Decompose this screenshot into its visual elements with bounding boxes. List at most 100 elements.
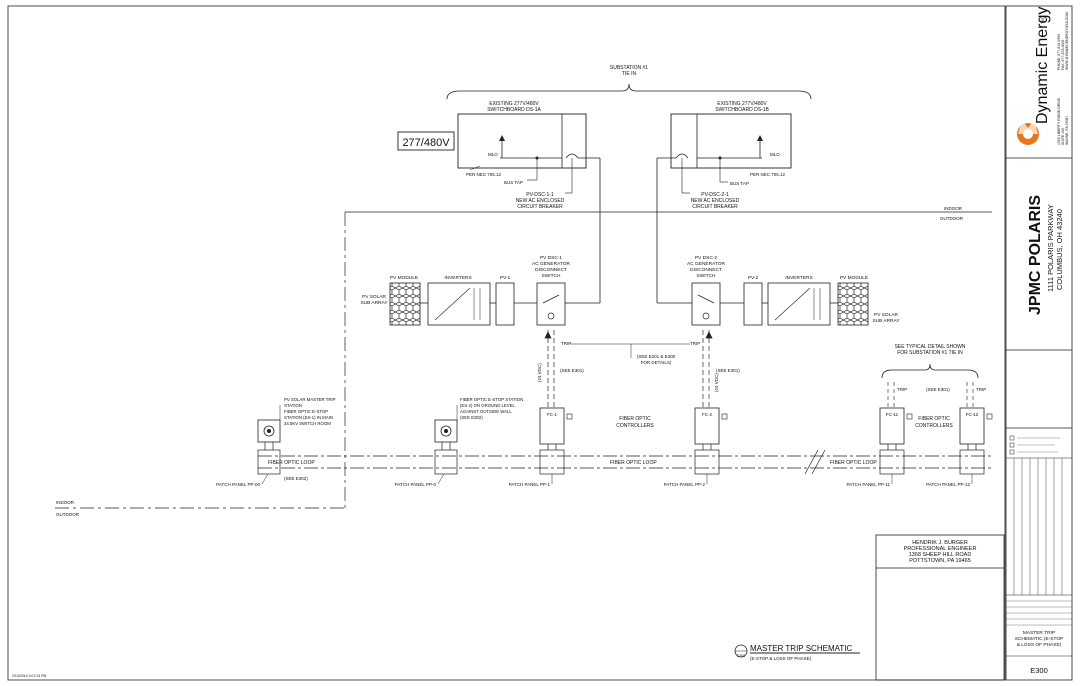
project-number-rows xyxy=(1006,600,1072,626)
controller-fc-11 xyxy=(879,407,905,445)
substation-label-2: TIE IN xyxy=(622,71,637,77)
pv-solar-label-2b: SUB ARRAY xyxy=(872,318,900,324)
dsc1-label-1: PV DSC-1 xyxy=(540,255,562,261)
estop2-label-3: AGAINST OUTSIDE WALL xyxy=(460,409,512,414)
dsc1-label-3: DISCONNECT xyxy=(535,267,567,273)
estop-station-es1 xyxy=(257,419,281,443)
title-block-border xyxy=(1005,5,1073,681)
pv-module-label-2: PV MODULE xyxy=(840,275,868,281)
controller-fc-1 xyxy=(539,407,565,445)
company-contact-3: WWW.DYNAMICENERGYUSA.COM xyxy=(1065,12,1069,70)
engineer-title: PROFESSIONAL ENGINEER xyxy=(904,546,977,552)
dsc2-box xyxy=(691,282,721,326)
typical-label-1: SEE TYPICAL DETAIL SHOWN xyxy=(895,344,966,350)
switchboard-b-label-2: SWITCHBOARD DS-1B xyxy=(715,107,769,113)
company-name: Dynamic Energy xyxy=(1034,7,1051,124)
master-trip-label-5: 34.5KV SWITCH ROOM xyxy=(284,421,331,426)
mlo-label-a: MLO xyxy=(488,152,498,157)
see-e201-label-1: (SEE E201 & E300 xyxy=(637,354,676,359)
patch-panel-pp2: PATCH PANEL PP-2 xyxy=(664,482,706,487)
see-e301-label-2: (SEE E301) xyxy=(716,368,740,373)
outdoor-label-lower: OUTDOOR xyxy=(56,512,80,517)
company-contact-2: FAX: 877-878-4605 xyxy=(1061,40,1065,70)
pv-chain-1: PV SOLAR SUB ARRAY PV MODULE INVERTERS P… xyxy=(360,255,571,326)
pv-module-1 xyxy=(389,282,421,326)
dsc2-label-2: AC GENERATOR xyxy=(687,261,725,267)
trip-label-1: TRIP xyxy=(561,341,571,346)
sheet-ref-symbol: E300 xyxy=(737,654,745,658)
project-info: JPMC POLARIS 1111 POLARIS PARKWAY COLUMB… xyxy=(1027,195,1064,315)
see-e301-label-1: (SEE E301) xyxy=(560,368,584,373)
fc12-label: FC-12 xyxy=(966,412,979,417)
master-trip-label-3: FIBER OPTIC E-STOP xyxy=(284,409,328,414)
breaker-b-label-1: PV-DSC-2-1 xyxy=(701,192,729,198)
pv-module-2 xyxy=(837,282,869,326)
indoor-label-upper: INDOOR xyxy=(944,206,963,211)
fo-controllers-label-2b: CONTROLLERS xyxy=(915,423,953,429)
substation-brace xyxy=(446,83,812,100)
fiber-loop-label-2: FIBER OPTIC LOOP xyxy=(610,460,657,466)
fiber-loop-label-3: FIBER OPTIC LOOP xyxy=(830,460,877,466)
see-e201-label-2: FOR DETAILS) xyxy=(641,360,672,365)
pv1-label: PV-1 xyxy=(500,275,511,281)
title-block: Dynamic Energy TM 1500 LIBERTY RIDGE DRI… xyxy=(1006,7,1072,675)
fc11-label: FC-11 xyxy=(886,412,899,417)
estop2-label-1: FIBER OPTIC E-STOP STATION xyxy=(460,397,523,402)
sheet-desc-3: & LOSS OF PHASE) xyxy=(1017,642,1062,648)
fo-controllers-label-1a: FIBER OPTIC xyxy=(619,416,651,422)
company-address-2: SUITE 100 xyxy=(1061,128,1065,145)
breaker-a-label-2: NEW AC ENCLOSED xyxy=(516,198,565,204)
drawing-border xyxy=(7,5,1006,681)
breaker-b-label-3: CIRCUIT BREAKER xyxy=(692,204,738,210)
typical-label-2: FOR SUBSTATION #1 TIE IN xyxy=(897,350,963,356)
company-tm: TM xyxy=(1040,18,1045,24)
project-name: JPMC POLARIS xyxy=(1027,195,1044,315)
pv-solar-label-1a: PV SOLAR xyxy=(362,294,387,300)
trip-label-2: TRIP xyxy=(690,341,700,346)
fc2-label: FC-2 xyxy=(702,412,712,417)
switchboard-b-label-1: EXISTING 277V/480V xyxy=(717,101,767,107)
project-address-2: COLUMBUS, OH 43240 xyxy=(1055,209,1064,290)
trip-circuits xyxy=(544,330,713,410)
inverters-1 xyxy=(427,282,491,326)
master-trip-label-4: STATION (ES-1) IN MAIN xyxy=(284,415,333,420)
voltage-label: 277/480V xyxy=(402,137,450,149)
see-e302-label: (SEE E302) xyxy=(284,476,308,481)
breaker-a-label-3: CIRCUIT BREAKER xyxy=(517,204,563,210)
patch-panel-leaders xyxy=(261,473,973,485)
switchboard-a-label-1: EXISTING 277V/480V xyxy=(489,101,539,107)
outdoor-label-upper: OUTDOOR xyxy=(940,216,964,221)
issue-checkboxes xyxy=(1009,435,1060,455)
mlo-label-b: MLO xyxy=(770,152,780,157)
pv1-box xyxy=(495,282,515,326)
breaker-b-label-2: NEW AC ENCLOSED xyxy=(691,198,740,204)
project-address-1: 1111 POLARIS PARKWAY xyxy=(1046,204,1055,292)
plot-timestamp: 2/10/2014 3:07:24 PM xyxy=(12,674,47,678)
fiber-optic-loop xyxy=(257,442,992,475)
fiber-optic-controllers: FC-1 FC-2 FIBER OPTIC CONTROLLERS FC-11 … xyxy=(539,407,993,445)
typical-detail-note: SEE TYPICAL DETAIL SHOWN FOR SUBSTATION … xyxy=(881,344,986,408)
sheet-desc-2: SCHEMATIC (E-STOP xyxy=(1015,636,1064,642)
fiber-loop-label-1: FIBER OPTIC LOOP xyxy=(268,460,315,466)
trip-label-3: TRIP xyxy=(897,387,907,392)
patch-panel-pp11: PATCH PANEL PP-11 xyxy=(846,482,890,487)
dsc2-label-3: DISCONNECT xyxy=(690,267,722,273)
inverters-2 xyxy=(767,282,831,326)
nec-label-a: PER NEC 705.12 xyxy=(466,172,502,177)
engineer-name: HENDRIK J. BURGER xyxy=(912,540,968,546)
sheet-number: E300 xyxy=(1030,666,1048,675)
vdc-label-2: (24 VDC) xyxy=(714,373,719,392)
patch-panel-pp00: PATCH PANEL PP-00 xyxy=(216,482,260,487)
dsc2-label-4: SWITCH xyxy=(697,273,716,279)
indoor-outdoor-boundary-lower: INDOOR OUTDOOR xyxy=(55,500,345,517)
bus-tap-label-a: BUS TAP xyxy=(504,180,523,185)
estop-station-es2 xyxy=(434,419,458,443)
sheet-desc-1: MASTER TRIP xyxy=(1023,630,1055,636)
bus-tap-label-b: BUS TAP xyxy=(730,181,749,186)
sheet-title: MASTER TRIP SCHEMATIC xyxy=(750,644,852,653)
fo-controllers-label-1b: CONTROLLERS xyxy=(616,423,654,429)
nec-label-b: PER NEC 705.12 xyxy=(750,172,786,177)
switchboard-ds-1a: EXISTING 277V/480V SWITCHBOARD DS-1A MLO… xyxy=(457,101,601,304)
pv2-box xyxy=(743,282,763,326)
patch-panel-pp12: PATCH PANEL PP-12 xyxy=(926,482,970,487)
